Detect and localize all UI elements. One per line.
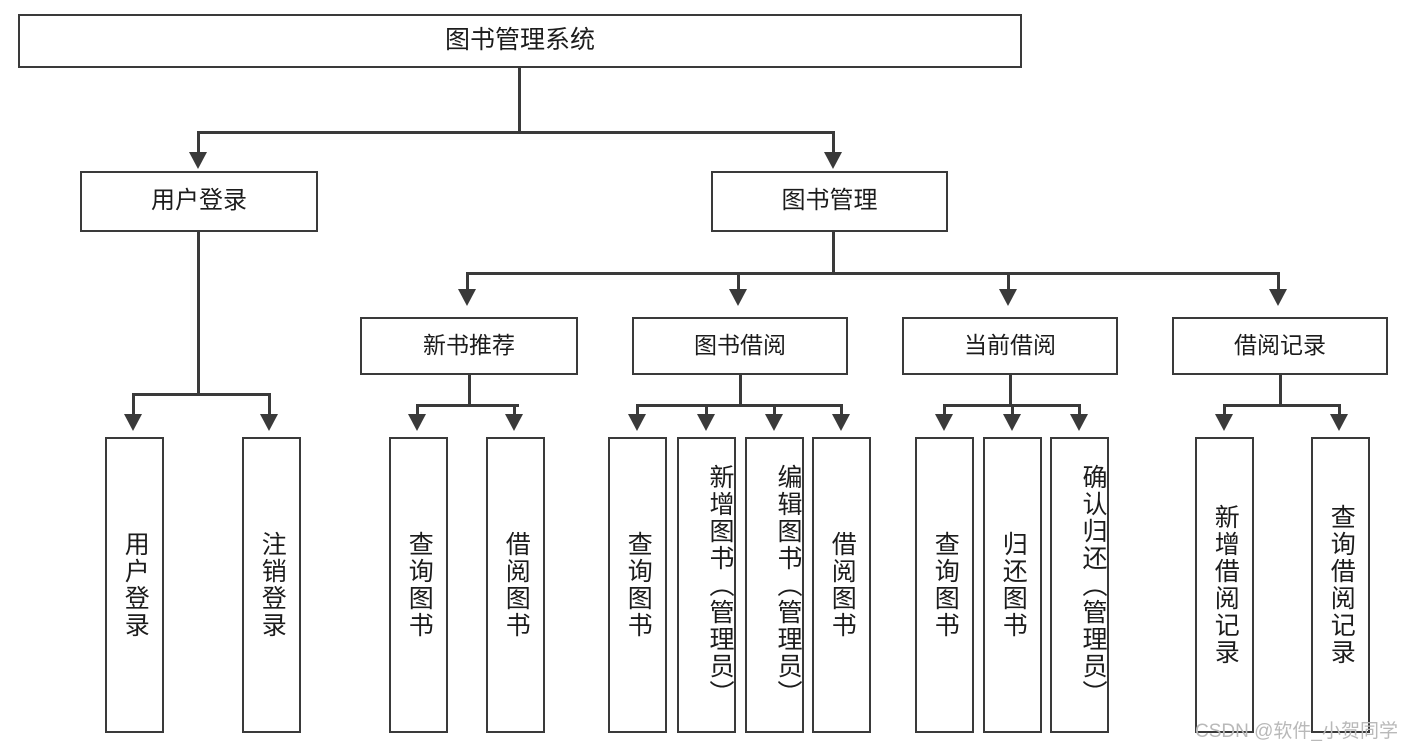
arrowhead-nbr-leaf-1 bbox=[408, 414, 426, 431]
node-label: 用户登录 bbox=[151, 187, 247, 215]
arrowhead-to-borrow-record bbox=[1269, 289, 1287, 306]
arrowhead-bb-leaf-4 bbox=[832, 414, 850, 431]
arrowhead-to-current-borrow bbox=[999, 289, 1017, 306]
connector-nbr-bus bbox=[416, 404, 519, 407]
leaf-user-login-login[interactable]: 用户登录 bbox=[105, 437, 164, 733]
node-label: 新增图书（管理员） bbox=[706, 463, 734, 707]
node-label: 图书借阅 bbox=[694, 332, 786, 359]
leaf-cb-query-book[interactable]: 查询图书 bbox=[915, 437, 974, 733]
connector-user-login-drop-2 bbox=[268, 393, 271, 417]
node-label: 新增借阅记录 bbox=[1211, 504, 1240, 666]
leaf-bb-borrow-book[interactable]: 借阅图书 bbox=[812, 437, 871, 733]
connector-bb-drop-2 bbox=[705, 404, 708, 417]
leaf-nbr-query-book[interactable]: 查询图书 bbox=[389, 437, 448, 733]
node-label: 归还图书 bbox=[999, 531, 1028, 639]
leaf-cb-return-book[interactable]: 归还图书 bbox=[983, 437, 1042, 733]
leaf-bb-add-book-admin[interactable]: 新增图书（管理员） bbox=[677, 437, 736, 733]
connector-bb-bus bbox=[636, 404, 843, 407]
arrowhead-cb-leaf-2 bbox=[1003, 414, 1021, 431]
connector-bb-drop-4 bbox=[840, 404, 843, 417]
connector-bm-drop-3 bbox=[1007, 272, 1010, 292]
connector-br-bus bbox=[1223, 404, 1341, 407]
connector-nbr-stem bbox=[468, 375, 471, 404]
connector-bb-stem bbox=[739, 375, 742, 404]
connector-nbr-drop-1 bbox=[416, 404, 419, 417]
arrowhead-cb-leaf-1 bbox=[935, 414, 953, 431]
connector-user-login-stem bbox=[197, 232, 200, 393]
connector-book-management-bus bbox=[466, 272, 1280, 275]
arrowhead-to-user-login bbox=[189, 152, 207, 169]
arrowhead-bb-leaf-3 bbox=[765, 414, 783, 431]
node-book-management[interactable]: 图书管理 bbox=[711, 171, 948, 232]
arrowhead-br-leaf-2 bbox=[1330, 414, 1348, 431]
leaf-user-login-logout[interactable]: 注销登录 bbox=[242, 437, 301, 733]
connector-root-bus bbox=[197, 131, 835, 134]
node-current-borrow[interactable]: 当前借阅 bbox=[902, 317, 1118, 375]
node-user-login[interactable]: 用户登录 bbox=[80, 171, 318, 232]
node-label: 新书推荐 bbox=[423, 332, 515, 359]
connector-nbr-drop-2 bbox=[513, 404, 516, 417]
leaf-cb-confirm-return-admin[interactable]: 确认归还（管理员） bbox=[1050, 437, 1109, 733]
connector-br-stem bbox=[1279, 375, 1282, 404]
connector-root-drop-right bbox=[832, 131, 835, 156]
leaf-nbr-borrow-book[interactable]: 借阅图书 bbox=[486, 437, 545, 733]
arrowhead-br-leaf-1 bbox=[1215, 414, 1233, 431]
node-label: 当前借阅 bbox=[964, 332, 1056, 359]
arrowhead-to-book-borrow bbox=[729, 289, 747, 306]
connector-cb-stem bbox=[1009, 375, 1012, 404]
node-label: 查询借阅记录 bbox=[1327, 504, 1356, 666]
node-label: 查询图书 bbox=[405, 531, 434, 639]
arrowhead-bb-leaf-1 bbox=[628, 414, 646, 431]
connector-root-drop-left bbox=[197, 131, 200, 156]
connector-br-drop-1 bbox=[1223, 404, 1226, 417]
node-borrow-record[interactable]: 借阅记录 bbox=[1172, 317, 1388, 375]
connector-br-drop-2 bbox=[1338, 404, 1341, 417]
node-label: 借阅图书 bbox=[502, 531, 531, 639]
leaf-br-query-record[interactable]: 查询借阅记录 bbox=[1311, 437, 1370, 733]
node-book-borrow[interactable]: 图书借阅 bbox=[632, 317, 848, 375]
arrowhead-user-login-leaf-2 bbox=[260, 414, 278, 431]
connector-bm-drop-1 bbox=[466, 272, 469, 292]
node-new-book-recommend[interactable]: 新书推荐 bbox=[360, 317, 578, 375]
connector-cb-drop-2 bbox=[1011, 404, 1014, 417]
leaf-br-add-record[interactable]: 新增借阅记录 bbox=[1195, 437, 1254, 733]
connector-bb-drop-3 bbox=[773, 404, 776, 417]
connector-bb-drop-1 bbox=[636, 404, 639, 417]
node-label: 确认归还（管理员） bbox=[1079, 463, 1107, 707]
node-label: 借阅记录 bbox=[1234, 332, 1326, 359]
node-label: 注销登录 bbox=[258, 531, 287, 639]
csdn-watermark: CSDN @软件_小贺同学 bbox=[1195, 721, 1398, 742]
leaf-bb-query-book[interactable]: 查询图书 bbox=[608, 437, 667, 733]
arrowhead-bb-leaf-2 bbox=[697, 414, 715, 431]
connector-root-stem bbox=[518, 68, 521, 131]
node-label: 用户登录 bbox=[121, 531, 150, 639]
arrowhead-to-new-book-recommend bbox=[458, 289, 476, 306]
node-label: 图书管理 bbox=[781, 187, 878, 215]
connector-book-management-stem bbox=[832, 232, 835, 272]
node-label: 借阅图书 bbox=[828, 531, 857, 639]
node-label: 图书管理系统 bbox=[444, 26, 595, 55]
node-label: 查询图书 bbox=[931, 531, 960, 639]
node-label: 查询图书 bbox=[624, 531, 653, 639]
connector-bm-drop-4 bbox=[1277, 272, 1280, 292]
connector-user-login-bus bbox=[132, 393, 270, 396]
connector-bm-drop-2 bbox=[737, 272, 740, 292]
node-root-book-management-system[interactable]: 图书管理系统 bbox=[18, 14, 1022, 68]
arrowhead-nbr-leaf-2 bbox=[505, 414, 523, 431]
arrowhead-user-login-leaf-1 bbox=[124, 414, 142, 431]
connector-cb-drop-3 bbox=[1078, 404, 1081, 417]
connector-cb-drop-1 bbox=[943, 404, 946, 417]
node-label: 编辑图书（管理员） bbox=[774, 463, 802, 707]
arrowhead-cb-leaf-3 bbox=[1070, 414, 1088, 431]
arrowhead-to-book-management bbox=[824, 152, 842, 169]
leaf-bb-edit-book-admin[interactable]: 编辑图书（管理员） bbox=[745, 437, 804, 733]
connector-user-login-drop-1 bbox=[132, 393, 135, 417]
